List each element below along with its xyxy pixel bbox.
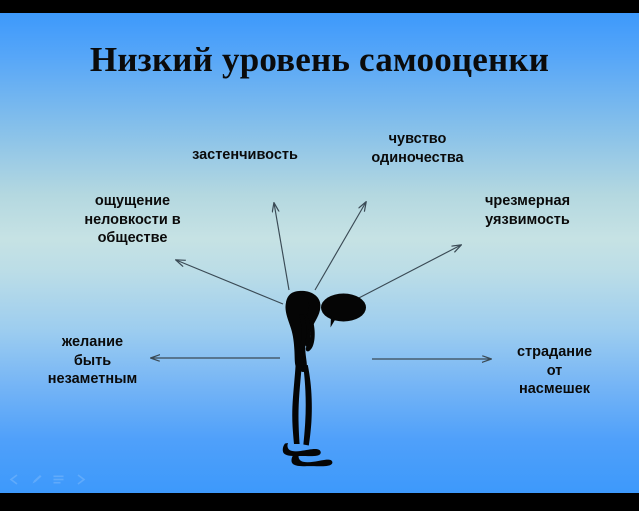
presenter-toolbar[interactable] — [8, 474, 87, 485]
arrow-to-awkwardness — [176, 260, 284, 305]
pen-icon[interactable] — [30, 474, 43, 485]
letterbox-bottom — [0, 493, 639, 511]
page-title: Низкий уровень самооценки — [89, 40, 550, 79]
arrow-to-vulnerability — [352, 245, 461, 302]
label-mockery: страдание от насмешек — [516, 344, 593, 397]
hunched-person-silhouette — [282, 290, 366, 467]
speech-bubble — [321, 293, 366, 322]
arrow-to-loneliness — [314, 202, 366, 291]
label-shyness: застенчивость — [192, 147, 298, 163]
speech-bubble-tail — [330, 316, 336, 328]
label-loneliness: чувство одиночества — [371, 131, 464, 166]
label-vulnerability: чрезмерная уязвимость — [484, 193, 571, 228]
label-awkwardness: ощущение неловкости в обществе — [84, 193, 181, 246]
diagram-artwork — [0, 13, 639, 467]
previous-slide-icon[interactable] — [8, 474, 21, 485]
letterbox-top — [0, 0, 639, 13]
next-slide-icon[interactable] — [74, 474, 87, 485]
slide-canvas: Низкий уровень самооценки — [0, 13, 639, 493]
arrow-to-shyness — [274, 203, 290, 291]
menu-icon[interactable] — [52, 474, 65, 485]
label-invisible: желание быть незаметным — [47, 334, 138, 387]
